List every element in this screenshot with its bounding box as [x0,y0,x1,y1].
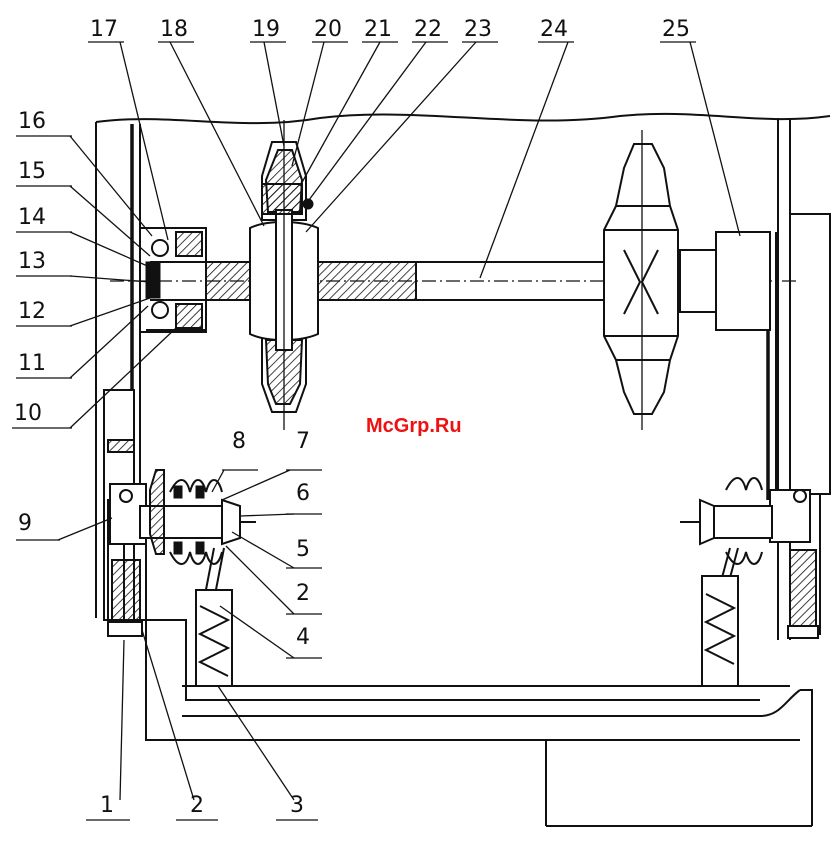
label-9: 9 [18,511,32,536]
right-hub [679,231,771,331]
label-25: 25 [662,17,690,42]
label-22: 22 [414,17,442,42]
label-14: 14 [18,205,46,230]
bearing-housing [139,227,207,333]
label-4: 4 [296,625,310,650]
label-17: 17 [90,17,118,42]
label-8: 8 [232,429,246,454]
label-20: 20 [314,17,342,42]
label-7: 7 [296,429,310,454]
label-15: 15 [18,159,46,184]
label-13: 13 [18,249,46,274]
watermark: McGrp.Ru [366,415,462,437]
label-5: 5 [296,537,310,562]
label-23: 23 [464,17,492,42]
label-21: 21 [364,17,392,42]
label-2-lower: 2 [190,793,204,818]
label-12: 12 [18,299,46,324]
label-1: 1 [100,793,114,818]
label-11: 11 [18,351,46,376]
leader-lines [57,41,741,801]
left-sprocket [249,120,319,430]
label-18: 18 [160,17,188,42]
right-sprocket [603,130,679,430]
label-6: 6 [296,481,310,506]
frame [95,112,831,827]
part-labels: 17 18 19 20 21 22 23 24 25 16 15 14 13 1… [12,17,696,821]
label-24: 24 [540,17,568,42]
right-spring-assembly [680,477,819,687]
label-16: 16 [18,109,46,134]
label-3: 3 [290,793,304,818]
left-spring-assembly [107,469,256,687]
label-2-upper: 2 [296,581,310,606]
label-10: 10 [14,401,42,426]
label-19: 19 [252,17,280,42]
